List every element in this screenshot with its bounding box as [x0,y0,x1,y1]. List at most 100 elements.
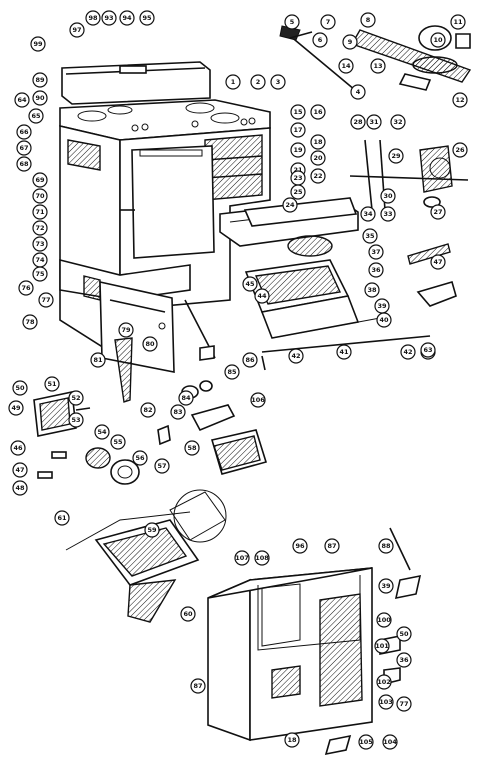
callout-bubble [430,204,446,220]
callout-97: 97 [69,22,85,38]
broiler-rod [261,335,431,353]
callout-number: 73 [35,240,44,248]
callout-bubble [142,336,158,352]
callout-20: 20 [310,150,326,166]
callout-bubble [154,458,170,474]
callout-65: 65 [28,108,44,124]
callout-number: 15 [293,108,303,116]
callout-bubble [310,134,326,150]
callout-31: 31 [366,114,382,130]
callout-53: 53 [68,412,84,428]
callout-bubble [420,342,436,358]
terminal-block [210,429,268,475]
callout-bubble [18,280,34,296]
callout-87: 87 [324,538,340,554]
callout-bubble [110,434,126,450]
callout-bubble [288,348,304,364]
callout-35: 35 [362,228,378,244]
callout-101: 101 [374,638,390,654]
callout-number: 79 [121,326,131,334]
callout-bubble [119,10,135,26]
spark-clip [157,424,171,446]
callout-47: 47 [12,462,28,478]
callout-66: 66 [16,124,32,140]
callout-81: 81 [90,352,106,368]
callout-number: 28 [353,118,363,126]
callout-number: 6 [318,36,323,44]
callout-bubble [254,550,270,566]
callout-number: 16 [313,108,323,116]
callout-number: 108 [255,554,269,562]
callout-number: 61 [57,514,67,522]
callout-67: 67 [16,140,32,156]
callout-99: 99 [30,36,46,52]
callout-number: 21 [293,166,303,174]
callout-40: 40 [376,312,392,328]
callout-30: 30 [380,188,396,204]
callout-105: 105 [358,734,374,750]
callout-number: 104 [383,738,397,746]
callout-bubble [430,254,446,270]
callout-bubble [360,206,376,222]
callout-12: 12 [452,92,468,108]
callout-90: 90 [32,90,48,106]
callout-18: 18 [310,134,326,150]
callout-96: 96 [292,538,308,554]
callout-bubble [310,104,326,120]
callout-bubble [139,10,155,26]
callout-95: 95 [139,10,155,26]
callout-89: 89 [32,72,48,88]
callout-number: 77 [41,296,50,304]
callout-bubble [370,58,386,74]
callout-bubble [390,114,406,130]
cabinet-body-group [207,527,422,756]
callout-number: 30 [383,192,393,200]
callout-number: 19 [293,146,303,154]
callout-59: 59 [144,522,160,538]
callout-number: 60 [183,610,193,618]
callout-87: 87 [190,678,206,694]
callout-number: 36 [399,656,409,664]
callout-bubble [292,538,308,554]
callout-36: 36 [368,262,384,278]
callout-number: 87 [193,682,202,690]
callout-bubble [12,380,28,396]
valve-knob-a [51,451,67,459]
callout-bubble [12,480,28,496]
callout-bubble [32,188,48,204]
callout-number: 33 [383,210,392,218]
burner-right-rear [185,102,215,114]
callout-number: 58 [187,444,197,452]
callout-number: 55 [113,438,123,446]
burner-tube [350,29,472,83]
callout-bubble [14,92,30,108]
callout-18: 18 [284,732,300,748]
callout-number: 75 [35,270,45,278]
callout-71: 71 [32,204,48,220]
callout-36: 36 [396,652,412,668]
callout-57: 57 [154,458,170,474]
cabinet-left-side [207,578,251,742]
hinge-part [199,345,215,361]
side-vent-panel [67,139,101,171]
callout-72: 72 [32,220,48,236]
lower-vent [83,275,101,301]
callout-68: 68 [16,156,32,172]
backguard-clock [119,65,147,74]
callout-bubble [452,142,468,158]
drawer-bracket-group [65,489,227,623]
callout-37: 37 [368,244,384,260]
callout-number: 9 [348,38,353,46]
callout-64: 64 [14,92,30,108]
callout-bubble [368,262,384,278]
callout-number: 72 [35,224,44,232]
callout-80: 80 [142,336,158,352]
callout-number: 85 [227,368,237,376]
cabinet-vent [271,665,301,699]
callout-number: 24 [285,201,295,209]
callout-2: 2 [250,74,266,90]
callout-bubble [32,90,48,106]
range-assembly [59,61,271,373]
callout-38: 38 [364,282,380,298]
callout-number: 95 [142,14,152,22]
